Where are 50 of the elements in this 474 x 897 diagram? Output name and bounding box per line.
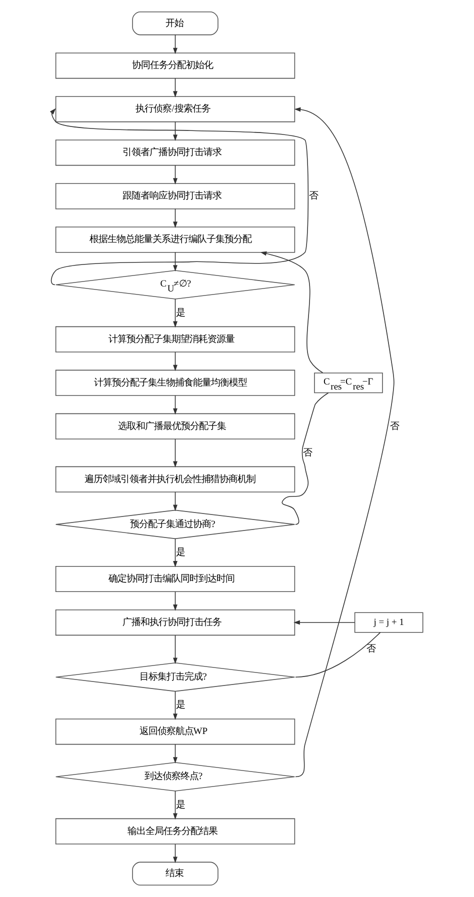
node-box: 执行侦察/搜索任务	[55, 96, 296, 122]
node-box: j = j + 1	[354, 612, 424, 633]
arrow	[173, 492, 178, 512]
node-box: 选取和广播最优预分配子集	[55, 413, 296, 440]
arrow	[173, 790, 178, 820]
node-diamond: 预分配子集通过协商?	[55, 510, 296, 540]
node-box: 计算预分配子集期望消耗资源量	[55, 326, 296, 352]
arrow	[173, 690, 178, 720]
edge-label: 是	[176, 800, 185, 810]
edge-label: 否	[390, 422, 400, 432]
edge-label: 否	[303, 448, 312, 458]
node-diamond: 目标集打击完成?	[55, 662, 296, 692]
arrow	[294, 107, 394, 778]
edge-label: 否	[366, 644, 376, 654]
arrow	[173, 634, 178, 664]
edge-label: 否	[308, 192, 318, 202]
arrow	[173, 844, 178, 864]
arrow	[173, 252, 178, 272]
node-box: 根据生物总能量关系进行编队子集预分配	[55, 226, 296, 253]
node-box: 跟随者响应协同打击请求	[55, 183, 296, 210]
arrow	[173, 121, 178, 141]
arrow	[173, 164, 178, 184]
arrow	[173, 208, 178, 228]
arrow	[50, 108, 309, 286]
node-box: 返回侦察航点WP	[55, 718, 296, 745]
node-box: 引领者广播协同打击请求	[55, 140, 296, 166]
arrow	[173, 34, 178, 54]
node-box: 开始	[132, 11, 218, 36]
arrow	[173, 438, 178, 468]
arrow	[173, 538, 178, 568]
arrow	[173, 352, 178, 372]
arrow	[260, 251, 324, 374]
node-box: 确定协同打击编队同时到达时间	[55, 566, 296, 592]
edge-label: 是	[176, 700, 185, 711]
node-box: 协同任务分配初始化	[55, 52, 296, 79]
arrow	[173, 591, 178, 611]
arrow	[294, 620, 356, 625]
arrow	[173, 298, 178, 328]
node-box: 结束	[132, 862, 218, 886]
node-box: 计算预分配子集生物捕食能量均衡模型	[55, 370, 296, 396]
connector	[295, 632, 381, 678]
arrow	[173, 744, 178, 764]
arrow	[173, 395, 178, 415]
edge-label: 是	[176, 548, 185, 558]
node-box: 遍历邻域引领者并执行机会性捕猎协商机制	[55, 466, 296, 492]
arrow	[173, 78, 178, 98]
node-box: 广播和执行协同打击任务	[55, 609, 296, 636]
node-box: 输出全局任务分配结果	[55, 818, 296, 844]
edge-label: 是	[176, 308, 185, 318]
node-diamond: 到达侦察终点?	[55, 762, 296, 792]
